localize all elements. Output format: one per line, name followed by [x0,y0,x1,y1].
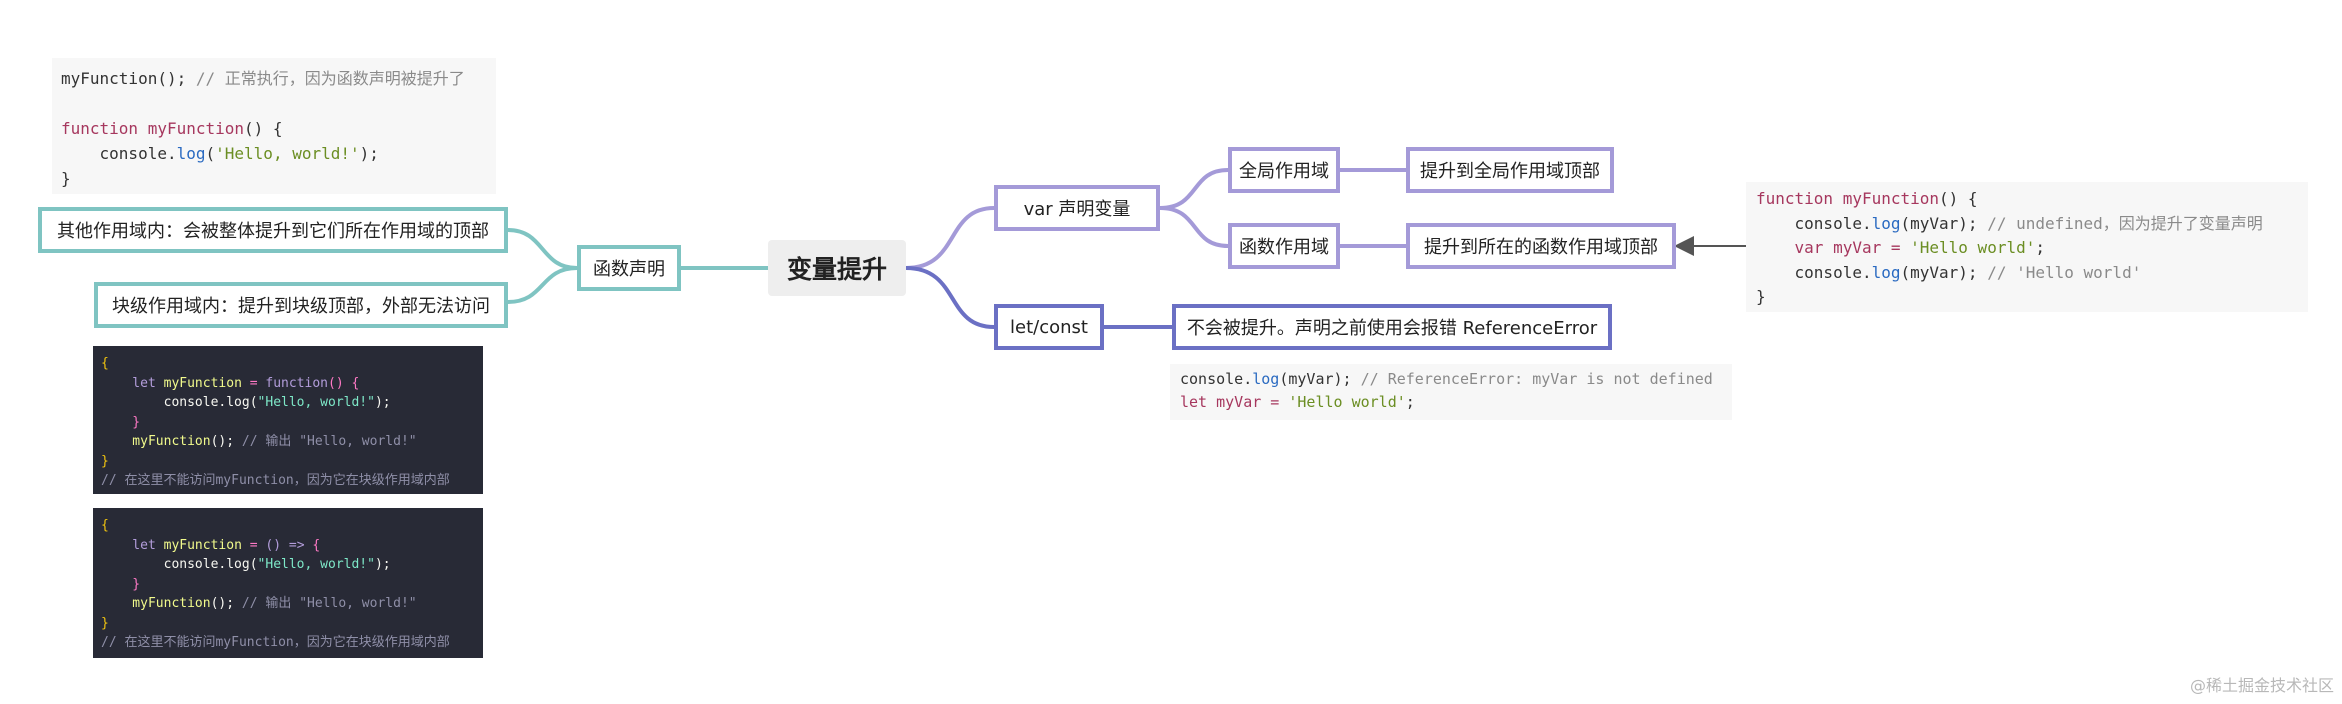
link-var-func [1159,206,1229,248]
node-block-scope: 块级作用域内：提升到块级顶部，外部无法访问 [94,282,508,328]
node-global-scope: 全局作用域 [1228,147,1340,193]
link-center-letconst [905,266,995,329]
node-other-scope-label: 其他作用域内：会被整体提升到它们所在作用域的顶部 [57,221,489,242]
node-let-const: let/const [994,304,1104,350]
node-block-scope-label: 块级作用域内：提升到块级顶部，外部无法访问 [112,296,490,317]
watermark: @稀土掘金技术社区 [2189,676,2334,695]
node-hoist-function-label: 提升到所在的函数作用域顶部 [1424,237,1658,258]
code-function-declaration: myFunction(); // 正常执行，因为函数声明被提升了 functio… [52,58,496,194]
node-function-declaration: 函数声明 [577,245,681,291]
node-let-const-label: let/const [1010,316,1088,338]
node-var-declaration-label: var 声明变量 [1023,199,1131,220]
node-function-scope: 函数作用域 [1228,223,1340,269]
link-var-global [1159,168,1229,210]
node-no-hoist: 不会被提升。声明之前使用会报错 ReferenceError [1172,304,1612,350]
node-hoist-global-label: 提升到全局作用域顶部 [1420,161,1600,182]
center-label: 变量提升 [786,255,887,284]
node-no-hoist-label: 不会被提升。声明之前使用会报错 ReferenceError [1186,318,1598,339]
node-function-declaration-label: 函数声明 [593,259,665,280]
code-block-arrow-function: { let myFunction = () => { console.log("… [93,508,483,658]
node-global-scope-label: 全局作用域 [1239,161,1329,182]
code-let-reference-error: console.log(myVar); // ReferenceError: m… [1170,364,1732,420]
link-function-decl-block-scope [507,266,578,304]
node-var-declaration: var 声明变量 [994,185,1160,231]
node-other-scope: 其他作用域内：会被整体提升到它们所在作用域的顶部 [38,207,508,253]
code-block-function-expression: { let myFunction = function() { console.… [93,346,483,494]
code-var-in-function: function myFunction() { console.log(myVa… [1746,182,2308,312]
node-hoist-global: 提升到全局作用域顶部 [1406,147,1614,193]
link-function-decl-other-scope [507,228,578,270]
link-center-var [905,206,995,270]
node-function-scope-label: 函数作用域 [1239,237,1329,258]
node-center-hoisting: 变量提升 [768,240,906,296]
node-hoist-function: 提升到所在的函数作用域顶部 [1406,223,1676,269]
